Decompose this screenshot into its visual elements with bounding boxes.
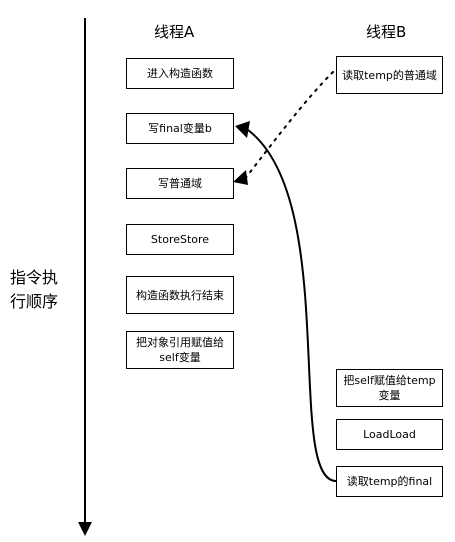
step-enter-constructor: 进入构造函数 [126,58,234,89]
thread-a-title: 线程A [154,23,195,41]
solid-arrow-to-final-field [247,129,337,482]
step-write-final-field: 写final变量b [126,113,234,144]
step-read-final-field: 读取temp的final [336,466,443,497]
solid-arrowhead [235,121,250,138]
time-axis-label-line2: 行顺序 [10,292,59,311]
thread-b-title: 线程B [366,23,407,41]
step-assign-self-to-temp: 把self赋值给temp变量 [336,369,443,407]
dotted-arrow-to-normal-field [243,71,334,181]
dotted-arrowhead [233,170,248,185]
step-write-normal-field: 写普通域 [126,168,234,199]
step-loadload-barrier: LoadLoad [336,419,443,450]
time-axis-arrowhead [78,522,92,536]
step-storestore-barrier: StoreStore [126,224,234,255]
step-read-normal-field: 读取temp的普通域 [336,56,443,94]
time-axis-label-line1: 指令执 [10,268,59,287]
step-constructor-end: 构造函数执行结束 [126,276,234,314]
step-assign-reference-to-self: 把对象引用赋值给self变量 [126,331,234,369]
